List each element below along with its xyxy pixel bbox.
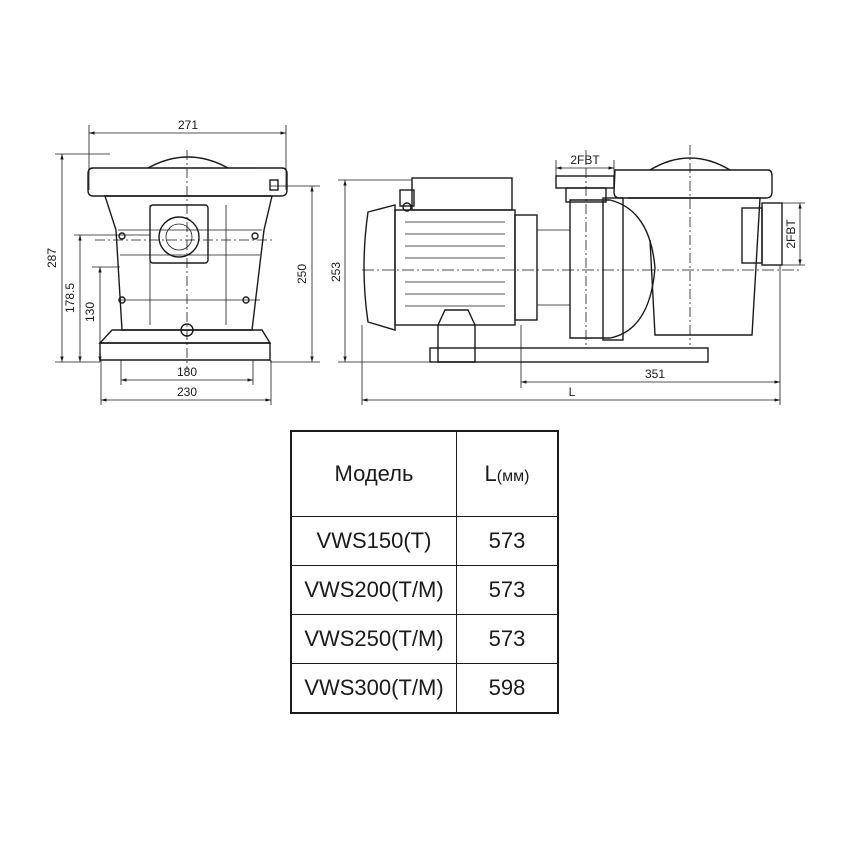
model-length-table: Модель L(мм) VWS150(T) 573 VWS200(T/M) 5… xyxy=(290,430,559,714)
technical-drawing: 271 287 178.5 xyxy=(45,118,805,405)
front-view: 271 287 178.5 xyxy=(45,118,320,405)
dim-thread-top: 2FBT xyxy=(570,153,600,167)
dim-total-height: 287 xyxy=(45,248,59,268)
dim-top-width: 271 xyxy=(178,118,198,132)
header-length-unit: (мм) xyxy=(496,468,530,485)
dim-to-end: 351 xyxy=(645,367,665,381)
table-row: VWS150(T) 573 xyxy=(290,516,559,566)
table-row: VWS250(T/M) 573 xyxy=(290,614,559,664)
dim-height-base: 130 xyxy=(83,302,97,322)
table-header-row: Модель L(мм) xyxy=(290,430,559,517)
header-model: Модель xyxy=(290,430,457,517)
model-cell: VWS300(T/M) xyxy=(290,663,457,714)
dim-height-right: 250 xyxy=(295,264,309,284)
length-cell: 573 xyxy=(456,516,559,566)
dim-height-inlet: 178.5 xyxy=(63,283,77,313)
dim-length: L xyxy=(569,385,576,399)
table-row: VWS200(T/M) 573 xyxy=(290,565,559,615)
model-cell: VWS150(T) xyxy=(290,516,457,566)
dim-thread-side: 2FBT xyxy=(784,219,798,249)
header-length-label: L xyxy=(484,461,497,486)
dim-base-outer: 230 xyxy=(177,385,197,399)
length-cell: 598 xyxy=(456,663,559,714)
side-view: 2FBT 2FBT 253 351 L xyxy=(329,145,805,405)
length-cell: 573 xyxy=(456,565,559,615)
length-cell: 573 xyxy=(456,614,559,664)
dim-height-side: 253 xyxy=(329,262,343,282)
model-cell: VWS250(T/M) xyxy=(290,614,457,664)
model-cell: VWS200(T/M) xyxy=(290,565,457,615)
header-length: L(мм) xyxy=(456,430,559,517)
table-row: VWS300(T/M) 598 xyxy=(290,663,559,714)
dim-base-inner: 180 xyxy=(177,365,197,379)
